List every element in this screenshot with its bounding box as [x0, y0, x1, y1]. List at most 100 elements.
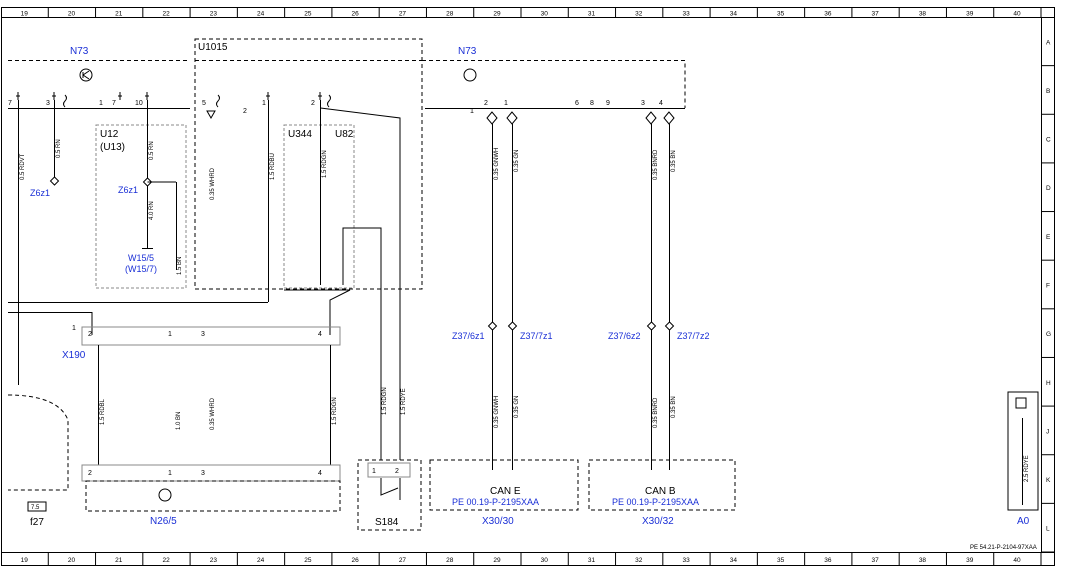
u344-label: U344: [288, 129, 312, 140]
column-number: 36: [824, 11, 832, 18]
svg-text:0.35 GNWH: 0.35 GNWH: [494, 396, 500, 428]
wire-label-rdgn: 1.5 RDGN: [322, 150, 328, 178]
column-number: 27: [399, 557, 407, 564]
row-letter: J: [1046, 428, 1049, 435]
svg-text:0.35 BNRD: 0.35 BNRD: [653, 397, 659, 428]
column-number: 34: [730, 11, 738, 18]
column-number: 39: [966, 11, 974, 18]
fuse-box-boundary: [7, 394, 69, 491]
splice-z37-7z2: Z37/7z2: [677, 331, 710, 341]
fuse-label: f27: [30, 517, 44, 528]
x190-pin-4: 4: [318, 331, 322, 338]
column-number: 26: [352, 557, 360, 564]
svg-text:0.35 GN: 0.35 GN: [514, 396, 520, 418]
column-number: 33: [682, 11, 690, 18]
pin-2-b: 2: [311, 100, 315, 107]
can-b-label: CAN B: [645, 486, 676, 497]
legend-wire-label: 2.5 RDYE: [1024, 455, 1030, 482]
u1015-boundary: [194, 38, 423, 290]
column-number: 38: [919, 557, 927, 564]
column-number: 32: [635, 11, 643, 18]
column-number: 36: [824, 557, 832, 564]
n73-right-border: [422, 60, 686, 108]
wire-label-rdgn2: 1.5 RDGN: [332, 397, 338, 425]
column-number: 25: [304, 557, 312, 564]
svg-text:4: 4: [318, 470, 322, 477]
ground-triangle-icon: [206, 110, 216, 120]
wire-label-whrd: 0.35 WHRD: [210, 167, 216, 200]
svg-text:1: 1: [372, 468, 376, 475]
fuse-symbol: [27, 501, 47, 512]
ground-label-w15-5: W15/5: [128, 253, 154, 263]
wire-label-rn-b: 0.5 RN: [149, 141, 155, 160]
x30-32-label: X30/32: [642, 516, 674, 527]
column-number: 39: [966, 557, 974, 564]
pin-2-a: 2: [243, 108, 247, 115]
x30-30-label: X30/30: [482, 516, 514, 527]
row-letter: F: [1046, 283, 1050, 290]
column-number: 28: [446, 557, 454, 564]
wire-label-whrd2: 0.35 WHRD: [210, 397, 216, 430]
n73-right-label: N73: [458, 46, 477, 57]
column-number: 37: [872, 557, 880, 564]
row-letter: H: [1046, 380, 1051, 387]
column-number: 40: [1013, 557, 1021, 564]
svg-text:2: 2: [484, 100, 488, 107]
n26-5-transistor-icon: [158, 488, 172, 502]
can-e-reference-link[interactable]: PE 00.19-P-2195XAA: [452, 497, 539, 507]
svg-text:4: 4: [659, 100, 663, 107]
column-number: 35: [777, 557, 785, 564]
column-number: 19: [21, 557, 29, 564]
pin-3-left: 3: [46, 100, 50, 107]
splice-label-z6z1-u12: Z6z1: [118, 185, 138, 195]
s184-label: S184: [375, 517, 399, 528]
svg-text:3: 3: [641, 100, 645, 107]
u82-label: U82: [335, 129, 354, 140]
splice-z37-6z1: Z37/6z1: [452, 331, 485, 341]
column-number: 21: [115, 11, 123, 18]
wire-label-rdbl: 1.5 RDBL: [100, 398, 106, 425]
svg-text:0.35 BN: 0.35 BN: [671, 396, 677, 418]
x190-label: X190: [62, 350, 86, 361]
n73-left-transistor-icon: [79, 68, 93, 82]
u344-boundary: [283, 124, 355, 289]
column-number: 32: [635, 557, 643, 564]
column-number: 22: [162, 557, 170, 564]
column-number: 30: [541, 11, 549, 18]
can-b-reference-link[interactable]: PE 00.19-P-2195XAA: [612, 497, 699, 507]
sheet-border: [1, 7, 1055, 566]
column-number: 31: [588, 11, 596, 18]
u12-boundary: [95, 124, 187, 289]
column-number: 24: [257, 11, 265, 18]
row-letter: G: [1046, 331, 1051, 338]
pin-5: 5: [202, 100, 206, 107]
x190-pin-2: 2: [88, 331, 92, 338]
wire-label-15bn: 1.5 BN: [177, 257, 183, 275]
splice-z6z1-left: [49, 176, 60, 186]
svg-text:8: 8: [590, 100, 594, 107]
u13-label: (U13): [100, 142, 125, 153]
column-number: 20: [68, 11, 76, 18]
column-number: 24: [257, 557, 265, 564]
column-number: 37: [872, 11, 880, 18]
svg-text:6: 6: [575, 100, 579, 107]
column-number: 19: [21, 11, 29, 18]
column-number: 38: [919, 11, 927, 18]
wire-legend-box: [1007, 391, 1039, 511]
column-number: 30: [541, 557, 549, 564]
wire-label-rdgn3: 1.5 RDGN: [382, 387, 388, 415]
column-number: 21: [115, 557, 123, 564]
row-letter: L: [1046, 526, 1050, 533]
pin-1-a: 1: [99, 100, 103, 107]
wire-label-rdbu: 1.5 RDBU: [270, 153, 276, 180]
row-letter: K: [1046, 477, 1051, 484]
svg-text:9: 9: [606, 100, 610, 107]
wire-label-gnwh: 0.35 GNWH: [494, 148, 500, 180]
s184-boundary: [357, 459, 422, 531]
row-letter: A: [1046, 39, 1051, 46]
column-number: 27: [399, 11, 407, 18]
column-number: 35: [777, 11, 785, 18]
